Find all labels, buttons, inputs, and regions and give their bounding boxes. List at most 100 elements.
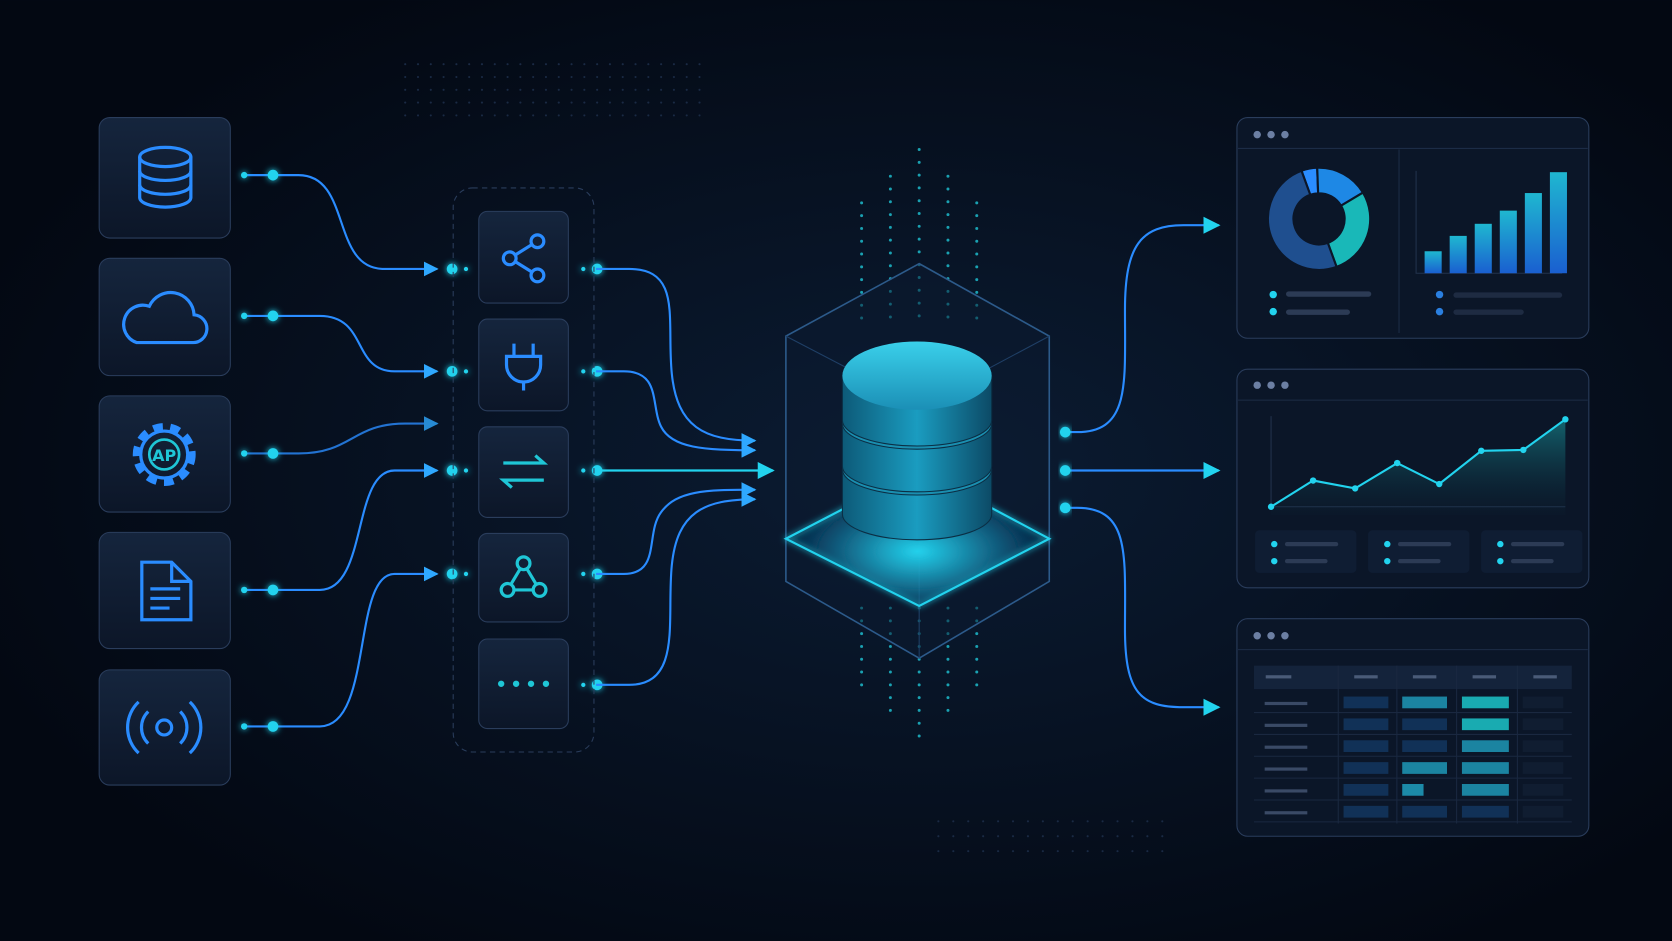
bg-dot xyxy=(1116,820,1119,823)
bg-dot xyxy=(982,835,985,838)
line-chart xyxy=(1267,416,1569,516)
table-cell xyxy=(1343,718,1389,731)
bg-dot xyxy=(982,850,985,853)
table-cell xyxy=(1343,762,1389,774)
bg-dot xyxy=(455,101,458,104)
stream-dot xyxy=(888,238,892,242)
table-cell xyxy=(1522,762,1564,774)
table-cell xyxy=(1461,805,1509,818)
output-nodes xyxy=(1059,426,1071,514)
node-dot xyxy=(240,450,248,457)
stream-dot xyxy=(860,201,864,205)
stream-dot xyxy=(975,214,979,218)
bg-dot xyxy=(1011,835,1015,838)
node-dot xyxy=(267,584,279,596)
bg-dot xyxy=(519,75,522,79)
bg-dot xyxy=(1026,820,1030,823)
bg-dot xyxy=(532,88,535,91)
table-cell xyxy=(1522,784,1564,796)
bg-dot xyxy=(506,75,509,79)
table-cell xyxy=(1343,805,1389,818)
bg-dot xyxy=(429,114,432,117)
bg-dot xyxy=(1161,820,1164,823)
bg-dot xyxy=(937,820,940,823)
bg-dot xyxy=(1056,850,1059,853)
line-point xyxy=(1478,447,1485,454)
bg-dot xyxy=(544,114,548,117)
bg-dot xyxy=(685,75,688,79)
stream-dot xyxy=(975,252,979,256)
bg-dot xyxy=(608,88,612,91)
stream-dot xyxy=(860,226,864,230)
node-dot xyxy=(463,468,469,473)
legend-bar xyxy=(1510,559,1554,564)
node-dot xyxy=(1059,465,1071,476)
stream-dot xyxy=(975,239,979,243)
bg-dot xyxy=(685,88,688,91)
bg-dot xyxy=(544,101,548,104)
bg-dot xyxy=(660,114,663,117)
bg-dot xyxy=(557,75,560,79)
bg-dot xyxy=(634,88,637,91)
bg-dot xyxy=(557,63,560,66)
stream-dot xyxy=(888,696,892,700)
bg-dot xyxy=(1116,835,1119,838)
row-label xyxy=(1264,701,1308,706)
line-point xyxy=(1520,446,1527,454)
node-dot xyxy=(240,723,248,730)
stream-dot xyxy=(917,708,921,712)
node-dot xyxy=(267,448,279,459)
node-dot xyxy=(581,266,586,272)
bg-dot xyxy=(429,75,432,79)
stream-dot xyxy=(860,239,864,243)
line-point xyxy=(1393,459,1401,467)
stream-dot xyxy=(917,173,921,177)
legend-dot xyxy=(1384,557,1391,565)
legend-card xyxy=(1368,530,1470,573)
header-cell xyxy=(1533,675,1557,679)
bg-dot xyxy=(583,63,586,66)
bg-dot xyxy=(608,75,612,79)
bg-dot xyxy=(468,101,471,104)
stream-dot xyxy=(946,213,950,217)
network-triangle-icon xyxy=(499,555,548,598)
legend-card xyxy=(1255,530,1357,573)
node-dot xyxy=(581,682,586,687)
table-cell xyxy=(1461,762,1509,774)
bg-dot xyxy=(621,63,624,66)
row-label xyxy=(1264,767,1308,771)
bg-dot xyxy=(416,63,420,66)
bg-dot xyxy=(468,114,471,117)
bg-dot xyxy=(1041,850,1044,853)
bg-dot xyxy=(570,101,573,104)
source-document xyxy=(98,531,231,650)
bg-dot xyxy=(544,88,548,91)
stream-dot xyxy=(888,644,892,648)
bg-dot xyxy=(647,101,650,104)
bg-dot xyxy=(1026,850,1030,853)
processor-network xyxy=(478,532,569,623)
bg-dot xyxy=(519,114,522,117)
bg-dot xyxy=(493,63,496,66)
bg-dot xyxy=(519,63,522,66)
table-cell xyxy=(1461,718,1509,731)
legend-dot xyxy=(1271,540,1278,548)
bg-dot xyxy=(698,63,701,66)
document-icon xyxy=(140,560,193,622)
dashboard-panel-line xyxy=(1236,368,1590,589)
bg-dot xyxy=(1011,850,1015,853)
stream-dot xyxy=(946,696,950,700)
stream-dot xyxy=(860,670,864,674)
dot-grid-decoration xyxy=(404,63,1164,853)
bg-dot xyxy=(672,101,675,104)
bg-dot xyxy=(404,114,407,117)
stream-dot xyxy=(917,199,921,203)
stream-dot xyxy=(888,683,892,687)
bg-dot xyxy=(1116,850,1119,853)
bg-dot xyxy=(442,101,445,104)
table-cell xyxy=(1343,784,1389,796)
bg-dot xyxy=(997,835,1000,838)
bg-dot xyxy=(698,114,701,117)
bg-dot xyxy=(1131,835,1134,838)
bg-dot xyxy=(480,63,484,66)
